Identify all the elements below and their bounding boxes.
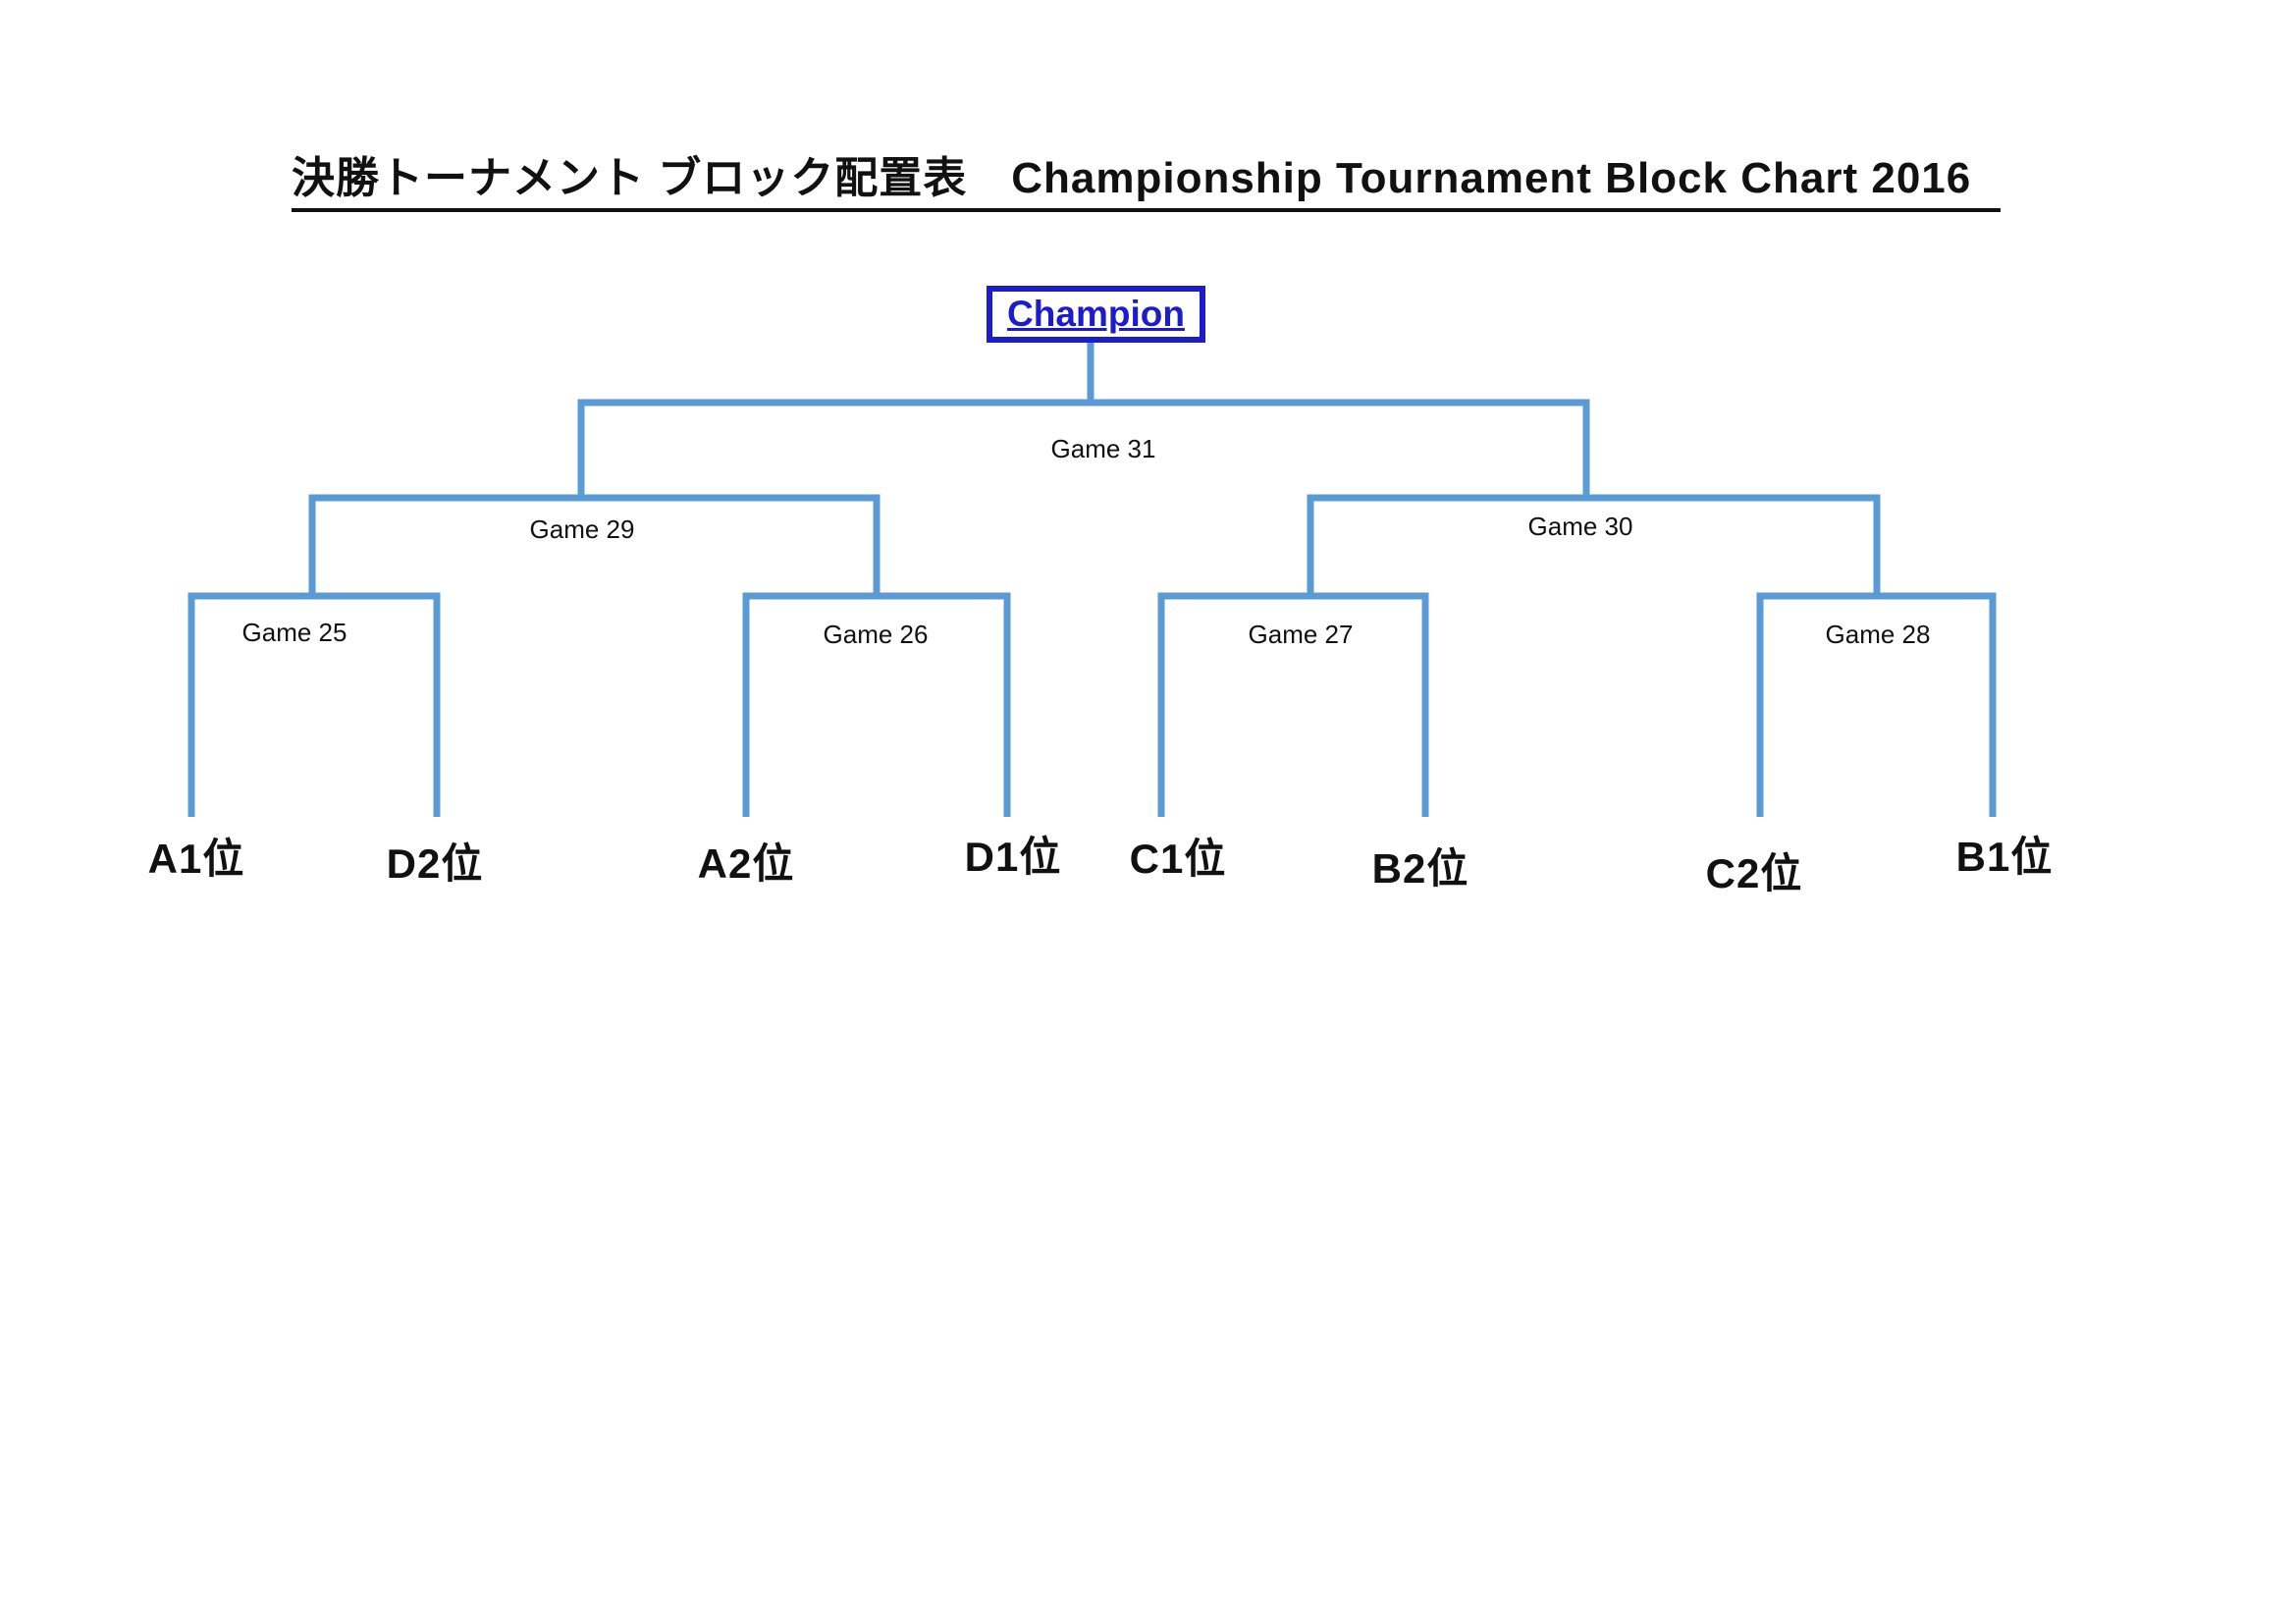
seed-label-b1: B1位	[1955, 834, 2054, 880]
game-label-26: Game 26	[823, 620, 929, 649]
champion-label: Champion	[1007, 294, 1185, 334]
connector-game-29	[308, 494, 881, 598]
game-label-28: Game 28	[1825, 620, 1931, 649]
seed-label-d2: D2位	[386, 840, 484, 887]
connector-game-31	[577, 399, 1590, 500]
champion-box: Champion	[987, 286, 1205, 343]
game-label-27: Game 27	[1248, 620, 1354, 649]
connector-game-30	[1307, 494, 1881, 598]
game-label-31: Game 31	[1050, 434, 1156, 463]
page-title: 決勝トーナメント ブロック配置表 Championship Tournament…	[292, 153, 2002, 212]
seed-label-c1: C1位	[1129, 836, 1227, 882]
game-label-30: Game 30	[1527, 512, 1633, 541]
connector-game-26	[742, 592, 1011, 817]
game-label-29: Game 29	[529, 514, 635, 544]
connector-game-28	[1756, 592, 1997, 817]
seed-label-c2: C2位	[1705, 850, 1803, 896]
seed-label-a2: A2位	[697, 840, 795, 887]
seed-label-a1: A1位	[147, 836, 245, 882]
seed-label-d1: D1位	[964, 834, 1062, 880]
game-label-25: Game 25	[241, 618, 347, 647]
seed-label-b2: B2位	[1371, 845, 1469, 892]
connector-game-27	[1157, 592, 1429, 817]
connector-game-25	[187, 592, 441, 817]
